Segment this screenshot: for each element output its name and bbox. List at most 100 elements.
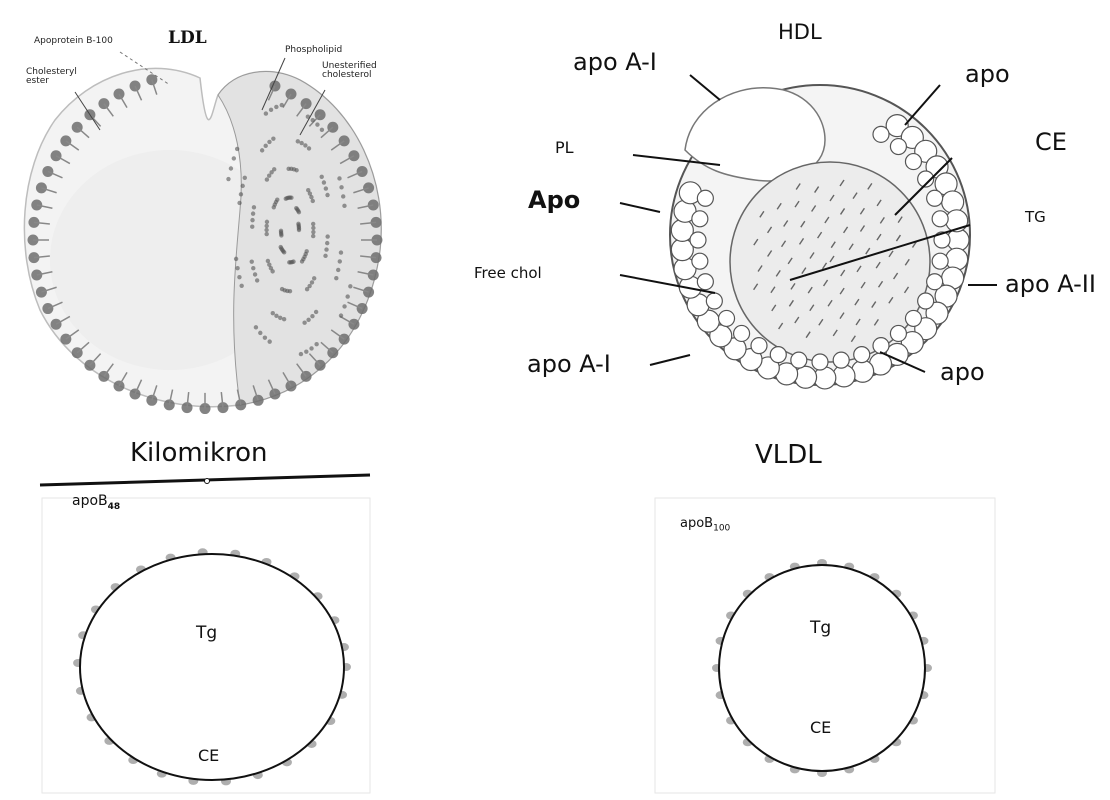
ldl-core-particle [232, 156, 236, 160]
ldl-core-particle [306, 318, 310, 322]
hdl-bead [734, 325, 750, 341]
ldl-core-particle [272, 205, 276, 209]
ldl-core-particle [286, 167, 290, 171]
hdl-label-apo-a1-top: apo A-I [573, 50, 657, 74]
hdl-bead [905, 310, 921, 326]
ldl-core-particle [265, 220, 269, 224]
ldl-core-particle [240, 184, 244, 188]
kilomikron-rule-dot [205, 479, 210, 484]
ldl-core-particle [270, 269, 274, 273]
ldl-title: LDL [168, 30, 207, 47]
ldl-core-particle [312, 276, 316, 280]
ldl-core-particle [258, 331, 262, 335]
hdl-bead [890, 325, 906, 341]
ldl-core-particle [310, 280, 314, 284]
hdl-bead [854, 347, 870, 363]
ldl-core-particle [278, 316, 282, 320]
ldl-core-particle [311, 118, 315, 122]
ldl-core-particle [264, 224, 268, 228]
ldl-core-particle [323, 254, 327, 258]
hdl-bead [812, 354, 828, 370]
ldl-core-particle [271, 136, 275, 140]
ldl-core-particle [237, 275, 241, 279]
ldl-core-particle [320, 175, 324, 179]
ldl-core-particle [264, 111, 268, 115]
hdl-label-tg: TG [1025, 210, 1046, 225]
hdl-bead [795, 366, 817, 388]
hdl-bead [873, 126, 889, 142]
ldl-core-particle [311, 199, 315, 203]
ldl-core-particle [288, 289, 292, 293]
kilomikron-apo-main: apoB [72, 493, 108, 509]
ldl-core-particle [311, 226, 315, 230]
hdl-leader-apo-a1-bottom [650, 355, 690, 365]
hdl-label-apo-a2: apo A-II [1005, 272, 1096, 296]
ldl-core-particle [314, 310, 318, 314]
hdl-label-free-chol: Free chol [474, 266, 542, 281]
hdl-bead [946, 248, 968, 270]
ldl-core-particle [226, 177, 230, 181]
ldl-core-particle [267, 339, 271, 343]
kilomikron-panel: Kilomikron apoB48 Tg CE [0, 430, 420, 800]
ldl-core-particle [229, 166, 233, 170]
ldl-core-particle [304, 350, 308, 354]
kilomikron-apo-label: apoB48 [72, 494, 120, 512]
ldl-core-particle [309, 346, 313, 350]
hdl-bead [927, 190, 943, 206]
vldl-core-label: Tg [810, 620, 831, 637]
ldl-core-particle [263, 335, 267, 339]
ldl-core-particle [342, 304, 346, 308]
ldl-core-particle [337, 176, 341, 180]
ldl-core-particle [307, 284, 311, 288]
ldl-core-particle [336, 268, 340, 272]
hdl-bead [770, 347, 786, 363]
hdl-bead [751, 338, 767, 354]
ldl-core-particle [296, 139, 300, 143]
ldl-core-particle [296, 222, 300, 226]
ldl-core-particle [314, 342, 318, 346]
ldl-core-particle [274, 105, 278, 109]
vldl-apo-main: apoB [680, 516, 713, 531]
ldl-core-particle [311, 234, 315, 238]
ldl-core-particle [325, 241, 329, 245]
ldl-core-particle [251, 211, 255, 215]
hdl-bead [719, 310, 735, 326]
ldl-core-particle [239, 192, 243, 196]
hdl-bead [791, 352, 807, 368]
ldl-core-particle [325, 193, 329, 197]
hdl-label-pl: PL [555, 140, 574, 156]
hdl-panel: HDL apo A-I apo CE PL Apo TG Free chol a… [500, 0, 1110, 420]
hdl-bead [706, 293, 722, 309]
ldl-core-particle [279, 233, 283, 237]
ldl-core-particle [243, 176, 247, 180]
ldl-core-particle [250, 218, 254, 222]
ldl-core-particle [282, 317, 286, 321]
hdl-bead [942, 191, 964, 213]
ldl-core-particle [267, 174, 271, 178]
hdl-leader-apo-a1-top [690, 75, 720, 100]
ldl-core-particle [237, 201, 241, 205]
ldl-core-particle [299, 141, 303, 145]
kilomikron-ester-label: CE [198, 748, 219, 764]
hdl-bead [918, 293, 934, 309]
hdl-bead [927, 274, 943, 290]
ldl-label-cholesteryl-ester: Cholesteryl ester [26, 68, 78, 86]
ldl-core-particle [339, 185, 343, 189]
ldl-core-particle [254, 325, 258, 329]
hdl-label-apo-top-right: apo [965, 62, 1010, 86]
ldl-core-particle [239, 284, 243, 288]
vldl-ester-label: CE [810, 720, 831, 736]
kilomikron-apo-sub: 48 [108, 502, 121, 512]
ldl-core-particle [348, 284, 352, 288]
ldl-panel: LDL Apoprotein B-100 Cholesteryl ester P… [0, 0, 420, 420]
hdl-bead [690, 232, 706, 248]
ldl-core-particle [311, 222, 315, 226]
kilomikron-core-label: Tg [196, 625, 217, 642]
hdl-title: HDL [778, 22, 822, 43]
ldl-core-particle [306, 188, 310, 192]
ldl-core-particle [299, 352, 303, 356]
ldl-core-particle [255, 278, 259, 282]
hdl-bead [833, 352, 849, 368]
hdl-leader-apo-left [620, 203, 660, 212]
ldl-core-particle [345, 294, 349, 298]
